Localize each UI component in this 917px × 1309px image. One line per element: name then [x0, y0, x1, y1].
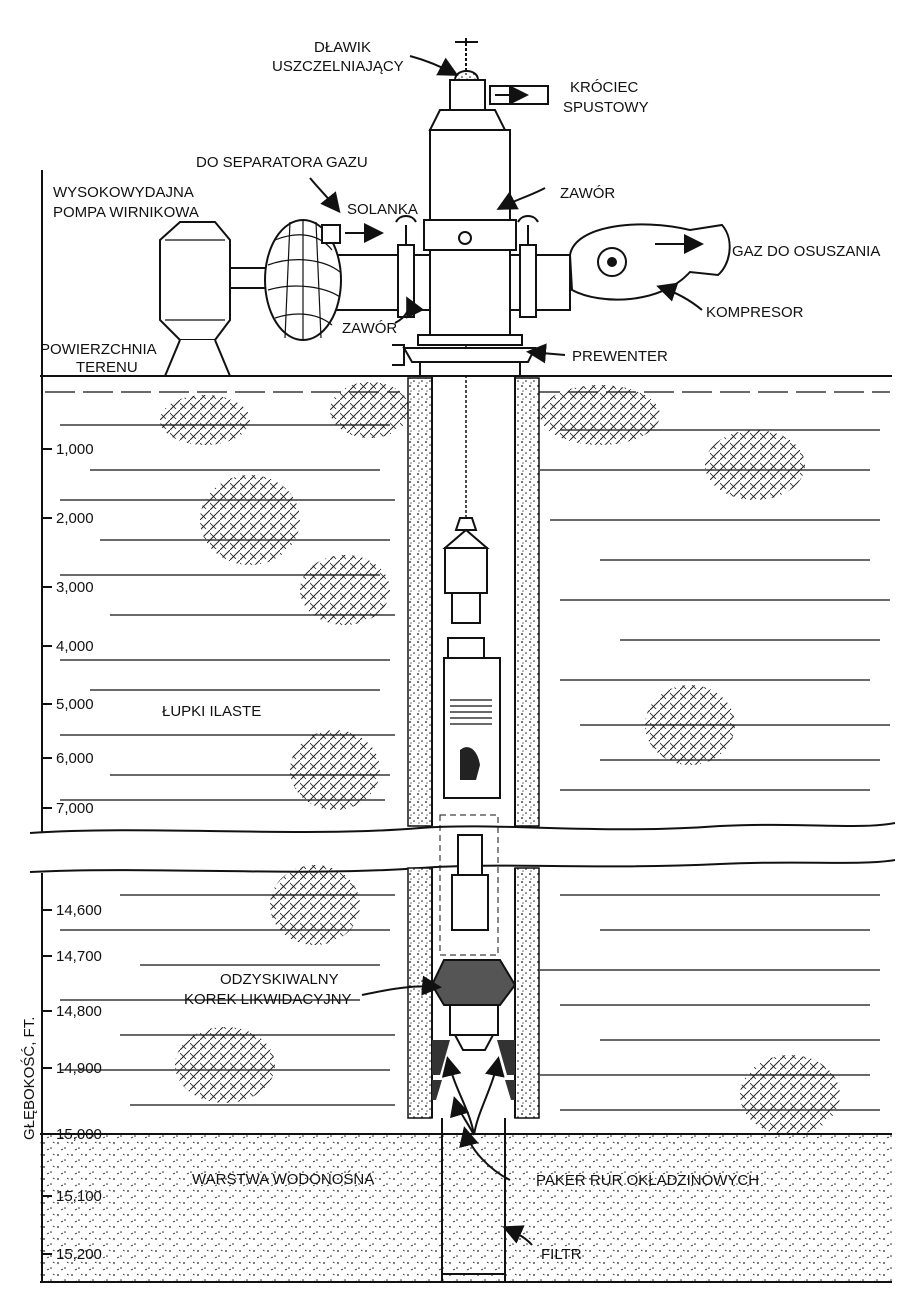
label-pump-1: WYSOKOWYDAJNA [53, 184, 194, 201]
depth-tick-14600: 14,600 [56, 902, 102, 919]
casing-packer [432, 1040, 515, 1136]
label-bleed-valve-1: KRÓCIEC [570, 79, 639, 96]
label-bleed-valve-2: SPUSTOWY [563, 99, 649, 116]
retrievable-plug [430, 814, 517, 1051]
label-screen: FILTR [541, 1246, 582, 1263]
depth-tick-14800: 14,800 [56, 1003, 102, 1020]
well-casing [407, 340, 540, 1282]
label-to-gas-separator: DO SEPARATORA GAZU [196, 154, 368, 171]
label-brine: SOLANKA [347, 201, 418, 218]
depth-tick-1000: 1,000 [56, 441, 94, 458]
label-stuffing-box-1: DŁAWIK [314, 39, 371, 56]
depth-axis: 1,000 2,000 3,000 4,000 5,000 6,000 7,00… [20, 170, 102, 1282]
label-retrievable-plug-2: KOREK LIKWIDACYJNY [184, 991, 352, 1008]
depth-tick-6000: 6,000 [56, 750, 94, 767]
label-retrievable-plug-1: ODZYSKIWALNY [220, 971, 339, 988]
depth-tick-15000: 15,000 [56, 1126, 102, 1143]
wellhead [334, 38, 571, 377]
depth-axis-label: GŁĘBOKOŚĆ, FT. [20, 1017, 38, 1140]
depth-tick-14700: 14,700 [56, 948, 102, 965]
labels: DŁAWIK USZCZELNIAJĄCY KRÓCIEC SPUSTOWY D… [40, 39, 880, 1263]
depth-tick-15200: 15,200 [56, 1246, 102, 1263]
label-ground-surface-1: POWIERZCHNIA [40, 341, 157, 358]
label-gas-to-dehydration: GAZ DO OSUSZANIA [732, 243, 880, 260]
label-valve-top: ZAWÓR [560, 185, 615, 202]
label-arrows [309, 55, 703, 1246]
label-stuffing-box-2: USZCZELNIAJĄCY [272, 58, 404, 75]
label-casing-packer: PAKER RUR OKŁADZINOWYCH [536, 1172, 759, 1189]
label-preventer: PREWENTER [572, 348, 668, 365]
depth-tick-3000: 3,000 [56, 579, 94, 596]
label-compressor: KOMPRESOR [706, 304, 804, 321]
depth-tick-15100: 15,100 [56, 1188, 102, 1205]
compressor [568, 223, 731, 301]
depth-tick-4000: 4,000 [56, 638, 94, 655]
label-aquifer: WARSTWA WODONOŚNA [192, 1170, 374, 1188]
label-pump-2: POMPA WIRNIKOWA [53, 204, 199, 221]
depth-tick-7000: 7,000 [56, 800, 94, 817]
depth-tick-2000: 2,000 [56, 510, 94, 527]
label-valve-lower: ZAWÓR [342, 320, 397, 337]
depth-tick-14900: 14,900 [56, 1060, 102, 1077]
label-ground-surface-2: TERENU [76, 359, 138, 376]
depth-tick-5000: 5,000 [56, 696, 94, 713]
centrifugal-pump [159, 219, 342, 377]
downhole-tool-upper [442, 517, 501, 799]
ground-strata [29, 375, 896, 1283]
label-shale: ŁUPKI ILASTE [162, 703, 261, 720]
